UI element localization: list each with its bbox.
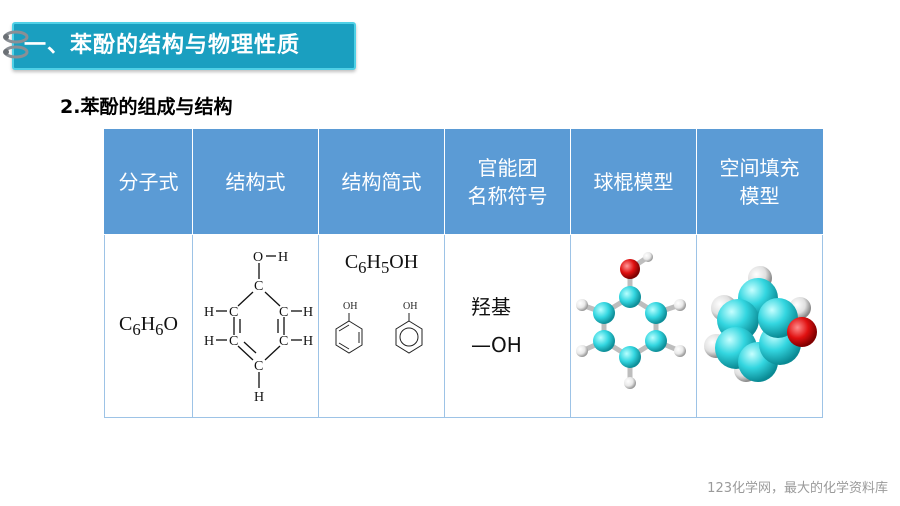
phenol-structure-table: 分子式 结构式 结构简式 官能团名称符号 球棍模型 空间填充模型 C6H6O — [104, 129, 823, 418]
cell-functional-group: 羟基 —OH — [444, 234, 571, 418]
atom-h-left-top: H — [204, 305, 214, 320]
cell-ball-stick-model — [570, 234, 697, 418]
section-title-banner: 一、苯酚的结构与物理性质 — [12, 22, 356, 70]
header-condensed-formula: 结构简式 — [318, 129, 445, 235]
structural-formula-diagram: O H C H C C H H C C H C H — [204, 250, 313, 405]
binder-rings-icon — [3, 30, 29, 59]
space-filling-model-image — [703, 266, 817, 382]
benzene-ring-drawings: OH OH — [335, 301, 423, 354]
atom-c1: C — [254, 279, 263, 294]
oh-label-left: OH — [343, 301, 357, 312]
atom-c4: C — [254, 359, 263, 374]
cell-space-filling-model — [696, 234, 823, 418]
atom-c6: C — [279, 305, 288, 320]
ball-stick-model-image — [575, 252, 686, 389]
atom-o: O — [253, 250, 263, 265]
header-space-filling-model: 空间填充模型 — [696, 129, 823, 235]
atom-c5: C — [279, 334, 288, 349]
cell-molecular-formula: C6H6O — [104, 234, 193, 418]
atom-h-oh: H — [278, 250, 288, 265]
condensed-formula: C6H5OH — [344, 251, 419, 277]
atom-c3: C — [229, 334, 238, 349]
functional-group-name: 羟基 — [471, 295, 511, 319]
subtitle: 2.苯酚的组成与结构 — [60, 96, 233, 118]
cell-structural-formula: O H C H C C H H C C H C H — [192, 234, 319, 418]
header-molecular-formula: 分子式 — [104, 129, 193, 235]
watermark: 123化学网，最大的化学资料库 — [707, 481, 888, 496]
cell-condensed-formula: C6H5OH OH — [318, 234, 445, 418]
atom-h-right-top: H — [303, 305, 313, 320]
header-ball-stick-model: 球棍模型 — [570, 129, 697, 235]
atom-h-left-bottom: H — [204, 334, 214, 349]
section-title: 一、苯酚的结构与物理性质 — [24, 33, 301, 58]
header-functional-group: 官能团名称符号 — [444, 129, 571, 235]
atom-h-bottom: H — [254, 390, 264, 405]
molecular-formula: C6H6O — [119, 312, 178, 339]
atom-c2: C — [229, 305, 238, 320]
functional-group-symbol: —OH — [471, 333, 522, 357]
header-structural-formula: 结构式 — [192, 129, 319, 235]
atom-h-right-bottom: H — [303, 334, 313, 349]
oh-label-right: OH — [403, 301, 417, 312]
